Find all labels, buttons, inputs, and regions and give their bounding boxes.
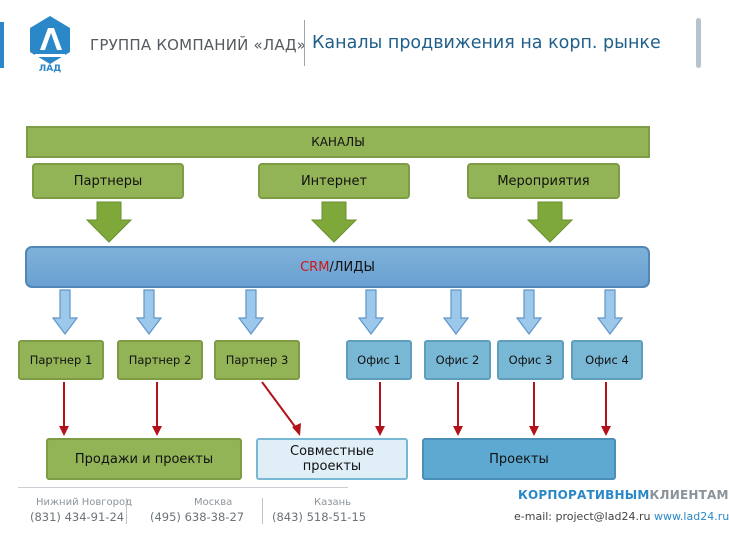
crm-arrow-7: [596, 289, 624, 335]
office-box-1: Офис 1: [346, 340, 412, 380]
crm-arrow-6: [515, 289, 543, 335]
leads-label: /ЛИДЫ: [329, 259, 375, 275]
crm-label: CRM: [300, 259, 330, 275]
office-box-4: Офис 4: [571, 340, 643, 380]
crm-arrow-5: [442, 289, 470, 335]
source-box-events: Мероприятия: [467, 163, 620, 199]
result-box-joint: Совместные проекты: [256, 438, 408, 480]
header-left-accent: [0, 22, 4, 68]
footer-phone-2: (495) 638-38-27: [150, 510, 245, 524]
footer-city-2: Москва: [194, 497, 233, 508]
source-box-internet: Интернет: [258, 163, 410, 199]
result-box-projects: Проекты: [422, 438, 616, 480]
svg-text:ЛАД: ЛАД: [39, 64, 61, 74]
footer-phone-1: (831) 434-91-24: [30, 510, 125, 524]
source-arrow-1: [85, 201, 133, 243]
result-box-sales: Продажи и проекты: [46, 438, 242, 480]
partner-box-1: Партнер 1: [18, 340, 104, 380]
partner-box-3: Партнер 3: [214, 340, 300, 380]
footer-separator: [126, 498, 127, 524]
footer-divider: [18, 487, 348, 488]
page-title: Каналы продвижения на корп. рынке: [312, 33, 661, 53]
office-box-3: Офис 3: [497, 340, 564, 380]
source-box-partners: Партнеры: [32, 163, 184, 199]
source-arrow-3: [526, 201, 574, 243]
crm-arrow-3: [237, 289, 265, 335]
footer-website-link[interactable]: www.lad24.ru: [653, 510, 729, 523]
crm-leads-bar: CRM/ЛИДЫ: [25, 246, 650, 288]
footer-contact-line: e-mail: project@lad24.ru www.lad24.ru: [514, 510, 729, 523]
company-logo: ЛАД: [30, 16, 70, 74]
slogan-part-1: КОРПОРАТИВНЫМ: [518, 488, 650, 502]
footer-phone-3: (843) 518-51-15: [272, 510, 367, 524]
footer-slogan: КОРПОРАТИВНЫМКЛИЕНТАМ: [518, 488, 729, 502]
source-arrow-2: [310, 201, 358, 243]
header-right-accent: [696, 18, 701, 68]
slogan-part-2: КЛИЕНТАМ: [649, 488, 729, 502]
company-name: ГРУППА КОМПАНИЙ «ЛАД»: [90, 36, 307, 54]
crm-arrow-2: [135, 289, 163, 335]
footer-separator: [262, 498, 263, 524]
result-arrow-3: [261, 381, 297, 429]
channels-header: КАНАЛЫ: [26, 126, 650, 158]
partner-box-2: Партнер 2: [117, 340, 203, 380]
title-separator: [304, 20, 305, 66]
footer-city-1: Нижний Новгород: [36, 497, 133, 508]
office-box-2: Офис 2: [424, 340, 491, 380]
crm-arrow-4: [357, 289, 385, 335]
footer-email[interactable]: e-mail: project@lad24.ru: [514, 510, 651, 523]
crm-arrow-1: [51, 289, 79, 335]
footer-city-3: Казань: [314, 497, 352, 508]
